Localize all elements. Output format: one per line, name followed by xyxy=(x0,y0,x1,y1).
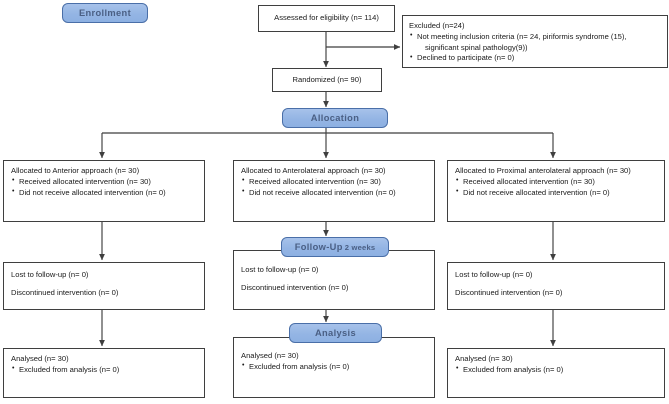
followup-lost: Lost to follow-up (n= 0) xyxy=(455,270,533,279)
list-item: Excluded from analysis (n= 0) xyxy=(11,364,197,376)
analysis-list: Excluded from analysis (n= 0) xyxy=(455,364,657,376)
followup-discontinued: Discontinued intervention (n= 0) xyxy=(241,282,349,292)
box-allocation-arm-1: Allocated to Anterior approach (n= 30) R… xyxy=(3,160,205,222)
analysis-list: Excluded from analysis (n= 0) xyxy=(241,361,427,373)
box-allocation-arm-2: Allocated to Anterolateral approach (n= … xyxy=(233,160,435,222)
badge-analysis-label: Analysis xyxy=(314,328,357,338)
list-item: Excluded from analysis (n= 0) xyxy=(241,361,427,373)
followup-discontinued: Discontinued intervention (n= 0) xyxy=(455,287,563,297)
followup-lost: Lost to follow-up (n= 0) xyxy=(11,270,89,279)
badge-allocation: Allocation xyxy=(282,108,388,128)
list-item: Did not receive allocated intervention (… xyxy=(241,187,427,199)
box-followup-arm-1: Lost to follow-up (n= 0) Discontinued in… xyxy=(3,262,205,310)
analysis-list: Excluded from analysis (n= 0) xyxy=(11,364,197,376)
list-item: Declined to participate (n= 0) xyxy=(409,53,661,64)
allocation-item: Did not receive allocated intervention (… xyxy=(249,187,396,197)
allocation-heading: Allocated to Anterior approach (n= 30) xyxy=(11,166,140,175)
assessed-label: Assessed for eligibility (n= 114) xyxy=(274,13,379,23)
excluded-heading: Excluded (n=24) xyxy=(409,21,465,30)
analysis-heading: Analysed (n= 30) xyxy=(455,354,513,363)
allocation-item: Received allocated intervention (n= 30) xyxy=(249,176,381,186)
list-item: Did not receive allocated intervention (… xyxy=(11,187,197,199)
badge-analysis: Analysis xyxy=(289,323,382,343)
allocation-list: Received allocated intervention (n= 30) … xyxy=(11,176,197,199)
badge-enrollment: Enrollment xyxy=(62,3,148,23)
allocation-list: Received allocated intervention (n= 30) … xyxy=(241,176,427,199)
box-allocation-arm-3: Allocated to Proximal anterolateral appr… xyxy=(447,160,665,222)
badge-enrollment-label: Enrollment xyxy=(78,8,132,18)
allocation-list: Received allocated intervention (n= 30) … xyxy=(455,176,657,199)
box-analysis-arm-2: Analysed (n= 30) Excluded from analysis … xyxy=(233,337,435,398)
followup-discontinued: Discontinued intervention (n= 0) xyxy=(11,287,119,297)
allocation-item: Did not receive allocated intervention (… xyxy=(19,187,166,197)
analysis-item: Excluded from analysis (n= 0) xyxy=(19,364,120,374)
excluded-item-text: Declined to participate (n= 0) xyxy=(417,53,515,63)
list-item: Received allocated intervention (n= 30) xyxy=(241,176,427,188)
badge-followup: Follow-Up 2 weeks xyxy=(281,237,389,257)
badge-followup-label: Follow-Up xyxy=(294,242,343,252)
analysis-heading: Analysed (n= 30) xyxy=(241,351,299,360)
box-analysis-arm-3: Analysed (n= 30) Excluded from analysis … xyxy=(447,348,665,398)
box-followup-arm-2: Lost to follow-up (n= 0) Discontinued in… xyxy=(233,250,435,310)
allocation-item: Received allocated intervention (n= 30) xyxy=(463,176,595,186)
followup-lost: Lost to follow-up (n= 0) xyxy=(241,265,319,274)
analysis-item: Excluded from analysis (n= 0) xyxy=(249,361,350,371)
list-item: Received allocated intervention (n= 30) xyxy=(455,176,657,188)
badge-followup-sublabel: 2 weeks xyxy=(344,242,376,252)
box-followup-arm-3: Lost to follow-up (n= 0) Discontinued in… xyxy=(447,262,665,310)
analysis-heading: Analysed (n= 30) xyxy=(11,354,69,363)
excluded-list: Not meeting inclusion criteria (n= 24, p… xyxy=(409,31,661,64)
list-item: Received allocated intervention (n= 30) xyxy=(11,176,197,188)
list-item: Excluded from analysis (n= 0) xyxy=(455,364,657,376)
box-assessed-for-eligibility: Assessed for eligibility (n= 114) xyxy=(258,5,395,32)
analysis-item: Excluded from analysis (n= 0) xyxy=(463,364,564,374)
box-analysis-arm-1: Analysed (n= 30) Excluded from analysis … xyxy=(3,348,205,398)
excluded-item-text: Not meeting inclusion criteria (n= 24, p… xyxy=(417,31,627,41)
excluded-item-continuation: significant spinal pathology(9)) xyxy=(425,42,528,52)
box-randomized: Randomized (n= 90) xyxy=(272,68,382,92)
allocation-item: Received allocated intervention (n= 30) xyxy=(19,176,151,186)
randomized-label: Randomized (n= 90) xyxy=(292,74,362,84)
badge-allocation-label: Allocation xyxy=(310,113,360,123)
list-item: Not meeting inclusion criteria (n= 24, p… xyxy=(409,31,661,54)
box-excluded: Excluded (n=24) Not meeting inclusion cr… xyxy=(402,15,668,68)
list-item: Did not receive allocated intervention (… xyxy=(455,187,657,199)
allocation-heading: Allocated to Anterolateral approach (n= … xyxy=(241,166,386,175)
allocation-heading: Allocated to Proximal anterolateral appr… xyxy=(455,166,631,175)
allocation-item: Did not receive allocated intervention (… xyxy=(463,187,610,197)
